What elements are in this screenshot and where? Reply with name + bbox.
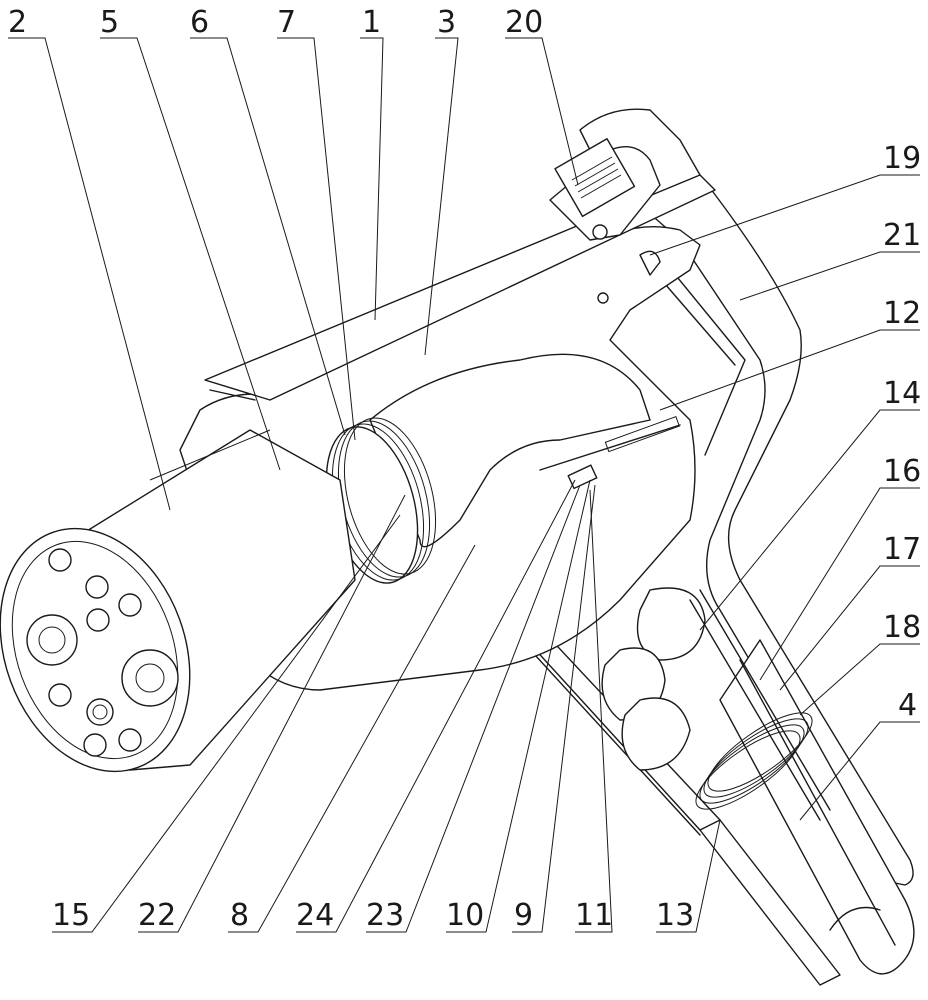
leader-lines bbox=[8, 37, 920, 933]
label-24: 24 bbox=[296, 898, 334, 933]
label-1: 1 bbox=[362, 5, 381, 40]
trigger-switch bbox=[539, 424, 681, 490]
label-6: 6 bbox=[190, 5, 209, 40]
label-8: 8 bbox=[230, 898, 249, 933]
label-12: 12 bbox=[883, 296, 921, 331]
label-20: 20 bbox=[505, 5, 543, 40]
label-10: 10 bbox=[446, 898, 484, 933]
label-4: 4 bbox=[898, 688, 917, 723]
internal-mechanism bbox=[369, 353, 831, 821]
label-14: 14 bbox=[883, 376, 921, 411]
label-7: 7 bbox=[277, 5, 296, 40]
label-17: 17 bbox=[883, 532, 921, 567]
label-2: 2 bbox=[8, 5, 27, 40]
label-13: 13 bbox=[656, 898, 694, 933]
plug-front-cylinder bbox=[0, 429, 356, 773]
cable bbox=[719, 639, 915, 975]
label-21: 21 bbox=[883, 218, 921, 253]
label-16: 16 bbox=[883, 454, 921, 489]
label-18: 18 bbox=[883, 610, 921, 645]
label-9: 9 bbox=[514, 898, 533, 933]
reference-numerals: 2 5 6 7 1 3 20 19 21 12 14 16 17 18 4 15… bbox=[8, 5, 921, 933]
label-11: 11 bbox=[575, 898, 613, 933]
label-5: 5 bbox=[100, 5, 119, 40]
label-15: 15 bbox=[52, 898, 90, 933]
label-3: 3 bbox=[437, 5, 456, 40]
coil-spring bbox=[695, 712, 813, 810]
latch-lever bbox=[549, 138, 661, 304]
label-23: 23 bbox=[366, 898, 404, 933]
label-19: 19 bbox=[883, 141, 921, 176]
label-22: 22 bbox=[138, 898, 176, 933]
